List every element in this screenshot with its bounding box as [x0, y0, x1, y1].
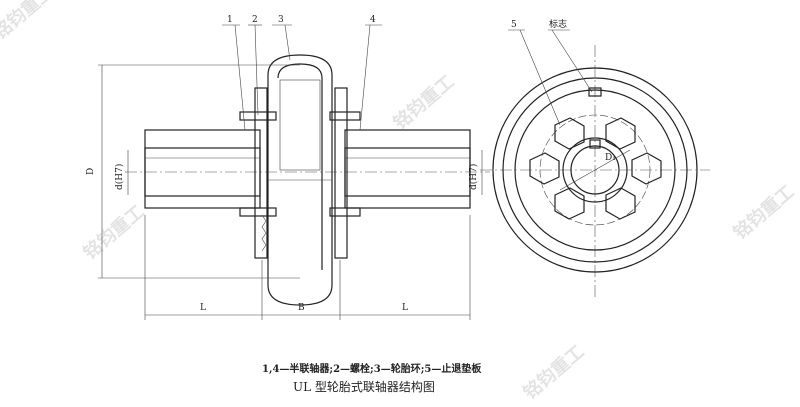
svg-text:铭钧重工: 铭钧重工	[79, 201, 148, 264]
mark-label: 标志	[549, 18, 567, 30]
dim-d-left: d(H7)	[114, 164, 125, 190]
dim-L-right: L	[402, 303, 408, 313]
callout-2: 2	[252, 15, 258, 25]
callout-4: 4	[370, 15, 376, 25]
callout-3: 3	[278, 15, 284, 25]
dim-D: D	[86, 168, 96, 175]
dim-B: B	[298, 303, 305, 313]
callout-1: 1	[227, 15, 233, 25]
svg-text:铭钧重工: 铭钧重工	[0, 0, 58, 44]
callouts: 1 2 3 4	[222, 15, 382, 131]
section-view: D d(H7) d(H7) L B L 1 2 3 4	[86, 15, 490, 320]
side-view: D₁ 5 标志	[480, 18, 710, 300]
drawing-title: UL 型轮胎式联轴器结构图	[293, 380, 435, 394]
svg-text:铭钧重工: 铭钧重工	[519, 341, 588, 404]
parts-legend: 1,4—半联轴器;2—螺栓;3—轮胎环;5—止退垫板	[262, 364, 482, 375]
dim-D1: D₁	[605, 153, 616, 163]
svg-text:铭钧重工: 铭钧重工	[389, 71, 458, 134]
dim-d-right: d(H7)	[468, 164, 479, 190]
callout-5: 5	[511, 20, 517, 30]
svg-text:铭钧重工: 铭钧重工	[729, 181, 798, 244]
dim-L-left: L	[200, 303, 206, 313]
